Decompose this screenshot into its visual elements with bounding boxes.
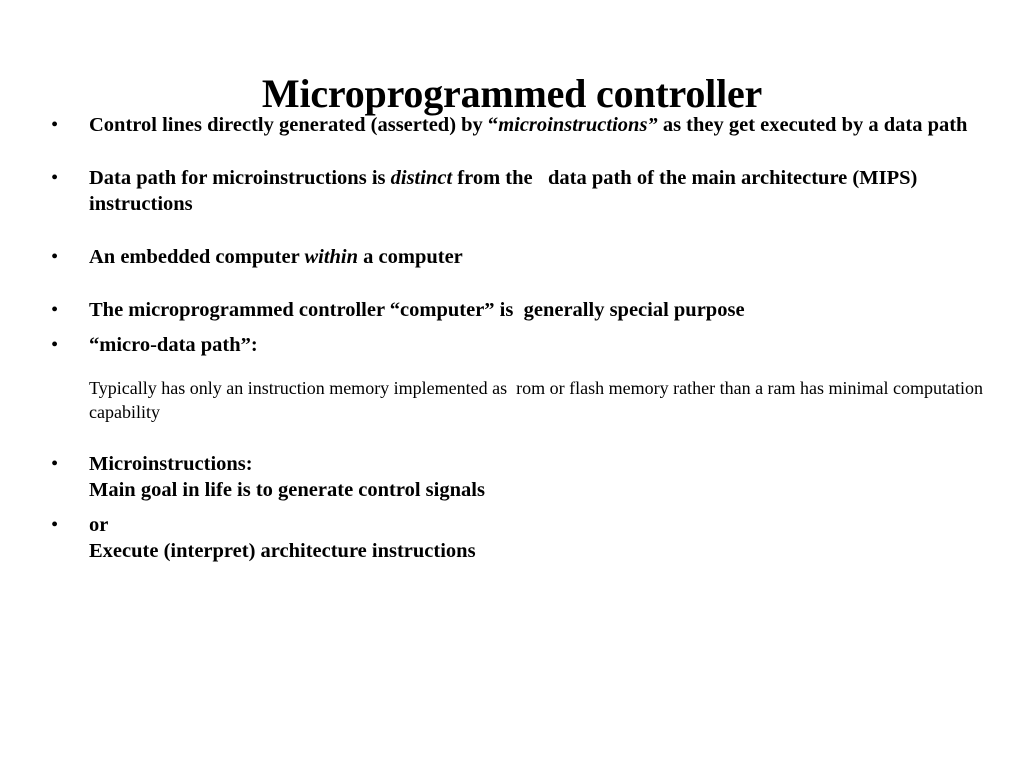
subparagraph-instruction-memory: Typically has only an instruction memory…	[45, 376, 985, 424]
bullet-microinstructions-goal-text: Microinstructions: Main goal in life is …	[89, 453, 485, 501]
spacer	[45, 503, 985, 512]
bullet-point-icon: •	[51, 246, 59, 268]
bullet-micro-data-path-text: “micro-data path”:	[89, 334, 258, 356]
spacer	[45, 424, 985, 451]
spacer	[45, 138, 985, 165]
bullet-control-lines-text: Control lines directly generated (assert…	[89, 114, 968, 136]
spacer	[45, 323, 985, 332]
bullet-embedded-computer-text: An embedded computer within a computer	[89, 246, 463, 268]
slide-body: • Control lines directly generated (asse…	[45, 112, 985, 564]
bullet-point-icon: •	[51, 299, 59, 321]
bullet-special-purpose: • The microprogrammed controller “comput…	[45, 297, 985, 323]
bullet-point-icon: •	[51, 334, 59, 356]
bullet-special-purpose-text: The microprogrammed controller “computer…	[89, 299, 745, 321]
bullet-point-icon: •	[51, 514, 59, 536]
subparagraph-instruction-memory-text: Typically has only an instruction memory…	[89, 378, 988, 422]
bullet-control-lines: • Control lines directly generated (asse…	[45, 112, 985, 138]
bullet-or-execute: • or Execute (interpret) architecture in…	[45, 512, 985, 564]
spacer	[45, 358, 985, 376]
bullet-point-icon: •	[51, 167, 59, 189]
bullet-micro-data-path: • “micro-data path”:	[45, 332, 985, 358]
bullet-point-icon: •	[51, 114, 59, 136]
bullet-data-path-text: Data path for microinstructions is disti…	[89, 167, 923, 215]
bullet-point-icon: •	[51, 453, 59, 475]
bullet-microinstructions-goal: • Microinstructions: Main goal in life i…	[45, 451, 985, 503]
bullet-embedded-computer: • An embedded computer within a computer	[45, 244, 985, 270]
spacer	[45, 270, 985, 297]
bullet-data-path: • Data path for microinstructions is dis…	[45, 165, 985, 217]
page-title: Microprogrammed controller	[261, 70, 763, 116]
spacer	[45, 217, 985, 244]
bullet-or-execute-text: or Execute (interpret) architecture inst…	[89, 514, 476, 562]
